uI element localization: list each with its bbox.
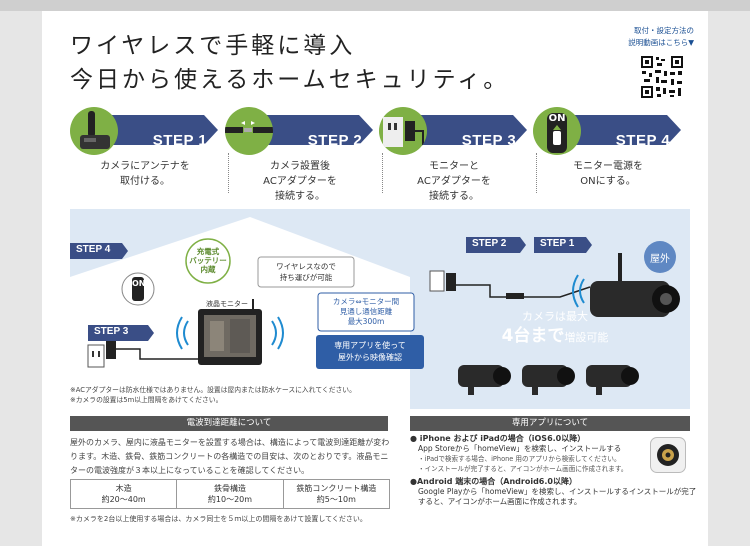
table-row: 木造約20〜40m 鉄骨構造約10〜20m 鉄筋コンクリート構造約5〜10m (69, 479, 391, 509)
step-3-desc-line: ACアダプターを (417, 176, 491, 187)
battery-line: 内蔵 (200, 265, 216, 274)
illu-step-3-label: STEP 3 (94, 326, 129, 337)
range-callout: カメラ⇔モニター間 見通し通信距離 最大300m (318, 297, 414, 327)
step-1-desc-line: カメラにアンテナを (100, 161, 190, 172)
power-switch-icon: ON (533, 107, 581, 155)
table-cell: 木造約20〜40m (69, 479, 178, 509)
qr-note-line-2: 説明動画はこちら▼ (628, 38, 694, 47)
range-note: ※カメラを2台以上使用する場合は、カメラ同士を５ｍ以上の間隔をあけて設置してくだ… (70, 515, 367, 523)
step-2-desc-line: ACアダプターを (263, 176, 337, 187)
app-section-body: ● iPhone および iPadの場合（iOS6.0以降） App Store… (410, 434, 700, 507)
camera-expand: 増設可能 (564, 331, 609, 344)
qr-note: 取付・設定方法の 説明動画はこちら▼ (628, 25, 694, 49)
range-section-title: 電波到達距離について (70, 416, 388, 431)
callout-line: 持ち運びが可能 (279, 273, 333, 282)
battery-line: バッテリー (189, 256, 227, 265)
battery-badge: 充電式 バッテリー 内蔵 (186, 247, 230, 274)
structure-distance: 約10〜20m (207, 495, 253, 504)
range-table: 木造約20〜40m 鉄骨構造約10〜20m 鉄筋コンクリート構造約5〜10m (69, 479, 391, 509)
range-section-body: 屋外のカメラ、屋内に液晶モニターを設置する場合は、構造によって電波到達距離が変わ… (70, 438, 390, 475)
ios-heading: ● iPhone および iPadの場合（iOS6.0以降） (410, 434, 586, 443)
step-3-description: モニターと ACアダプターを 接続する。 (379, 159, 529, 204)
monitor-label: 液晶モニター (206, 300, 248, 308)
step-4-desc-line: モニター電源を (573, 161, 643, 172)
table-cell: 鉄骨構造約10〜20m (176, 479, 284, 509)
installation-illustration: STEP 4 STEP 3 STEP 2 STEP 1 ON 充電式 バッテリー… (70, 209, 690, 409)
step-4-banner: STEP 4 (563, 115, 681, 149)
ios-line: App Storeから「homeView」を検索し、インストールする (418, 444, 622, 453)
step-1-desc-line: 取付ける。 (120, 176, 170, 187)
headline: ワイヤレスで手軽に導入 今日から使えるホームセキュリティ。 (70, 29, 509, 97)
divider (536, 153, 537, 193)
step-4-desc-line: ONにする。 (580, 176, 636, 187)
illu-on-label: ON (132, 279, 146, 288)
structure-name: 木造 (115, 484, 132, 493)
step-3: STEP 3 モニターと ACアダプターを 接続する。 (379, 103, 529, 203)
camera-max-text: カメラは最大 4台まで増設可能 (490, 309, 620, 349)
app-callout: 専用アプリを使って 屋外から映像確認 (316, 340, 424, 364)
callout-line: 最大300m (347, 317, 385, 326)
step-1-label: STEP 1 (152, 132, 208, 149)
android-line: Google Playから「homeView」を検索し、インストールするインスト… (418, 487, 697, 496)
step-2-description: カメラ設置後 ACアダプターを 接続する。 (225, 159, 375, 204)
callout-line: ワイヤレスなので (276, 262, 336, 271)
illu-step-2-label: STEP 2 (472, 238, 507, 249)
android-heading: ●Android 端末の場合（Android6.0以降） (410, 477, 577, 486)
step-1: STEP 1 カメラにアンテナを 取付ける。 (70, 103, 220, 203)
structure-distance: 約5〜10m (316, 495, 356, 504)
callout-line: 屋外から映像確認 (338, 353, 402, 362)
step-3-label: STEP 3 (461, 132, 517, 149)
step-3-desc-line: モニターと (429, 161, 479, 172)
callout-line: カメラ⇔モニター間 (332, 297, 400, 306)
wireless-callout: ワイヤレスなので 持ち運びが可能 (258, 261, 354, 283)
top-bar (0, 0, 750, 11)
structure-name: 鉄筋コンクリート構造 (296, 484, 377, 493)
battery-line: 充電式 (196, 247, 220, 256)
step-4: STEP 4 ON モニター電源を ONにする。 (533, 103, 683, 203)
headline-line-1: ワイヤレスで手軽に導入 (70, 33, 356, 59)
step-4-label: STEP 4 (615, 132, 671, 149)
brochure-page: ワイヤレスで手軽に導入 今日から使えるホームセキュリティ。 取付・設定方法の 説… (42, 11, 708, 546)
ios-subnote: ・iPadで検索する場合、iPhone 用のアプリから検索してください。 (418, 455, 621, 463)
homeview-app-icon (650, 437, 686, 473)
step-2-banner: STEP 2 (255, 115, 373, 149)
structure-distance: 約20〜40m (101, 495, 146, 504)
android-line: すると、アイコンがホーム画面に作成されます。 (418, 497, 582, 506)
step-3-desc-line: 接続する。 (429, 191, 479, 202)
camera-count-line: 4台まで増設可能 (490, 325, 620, 349)
camera-max-line: カメラは最大 (522, 310, 588, 323)
illu-step-1-label: STEP 1 (540, 238, 575, 249)
callout-line: 見通し通信距離 (339, 307, 393, 316)
on-label: ON (548, 113, 566, 124)
connector-icon (225, 107, 273, 155)
steps-row: STEP 1 カメラにアンテナを 取付ける。 STEP 2 カメラ設置後 ACア… (70, 103, 690, 203)
antenna-icon (70, 107, 118, 155)
step-1-description: カメラにアンテナを 取付ける。 (70, 159, 220, 189)
warning-line: ※カメラの設置は5m以上間隔をあけてください。 (70, 396, 223, 404)
divider (228, 153, 229, 193)
warning-line: ※ACアダプターは防水仕様ではありません。設置は屋内または防水ケースに入れてくだ… (70, 386, 356, 394)
step-2-desc-line: カメラ設置後 (270, 161, 330, 172)
divider (382, 153, 383, 193)
qr-note-line-1: 取付・設定方法の (634, 26, 694, 35)
table-cell: 鉄筋コンクリート構造約5〜10m (282, 479, 391, 509)
qr-code-icon[interactable] (640, 55, 684, 99)
callout-line: 専用アプリを使って (334, 341, 406, 350)
headline-line-2: 今日から使えるホームセキュリティ。 (70, 67, 510, 93)
step-3-banner: STEP 3 (409, 115, 527, 149)
step-1-banner: STEP 1 (100, 115, 218, 149)
warnings: ※ACアダプターは防水仕様ではありません。設置は屋内または防水ケースに入れてくだ… (70, 385, 356, 405)
step-2-desc-line: 接続する。 (275, 191, 325, 202)
outlet-icon (379, 107, 427, 155)
outdoor-badge: 屋外 (650, 254, 670, 265)
ios-subnote: ・インストールが完了すると、アイコンがホーム画面に作成されます。 (418, 465, 628, 473)
camera-count: 4台まで (501, 326, 565, 346)
step-2-label: STEP 2 (307, 132, 363, 149)
illu-step-4-label: STEP 4 (76, 244, 111, 255)
step-2: STEP 2 カメラ設置後 ACアダプターを 接続する。 (225, 103, 375, 203)
house-outline-icon (70, 209, 690, 409)
structure-name: 鉄骨構造 (213, 484, 246, 493)
step-4-description: モニター電源を ONにする。 (533, 159, 683, 189)
app-section-title: 専用アプリについて (410, 416, 690, 431)
